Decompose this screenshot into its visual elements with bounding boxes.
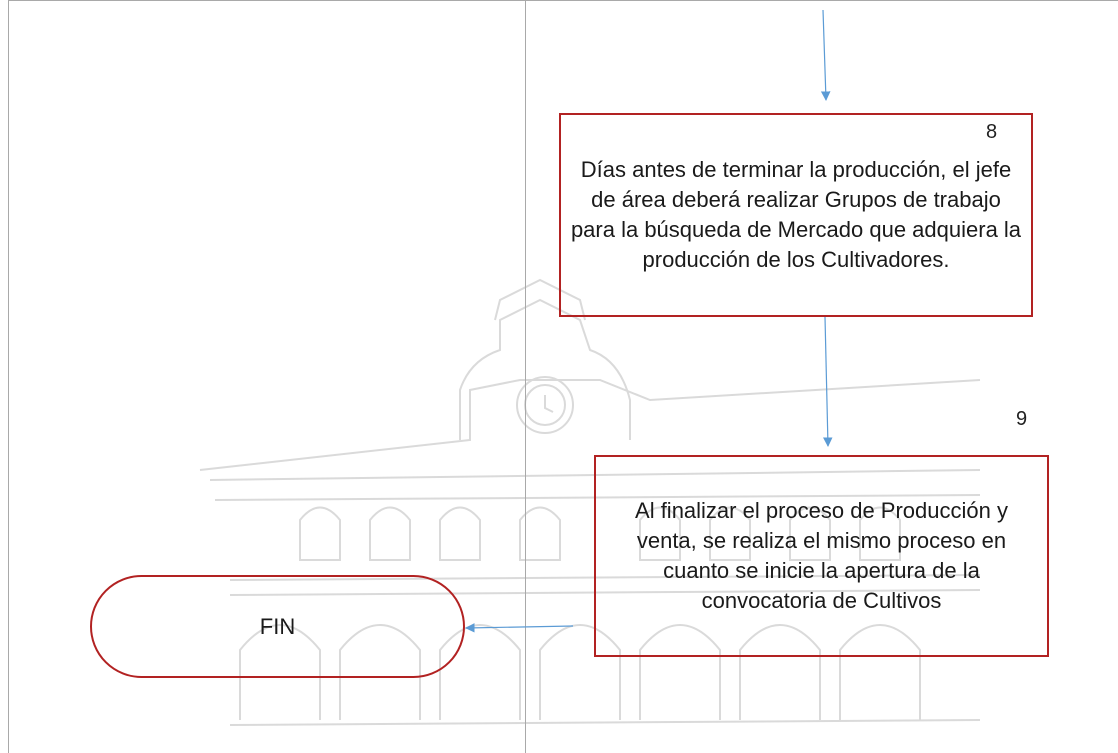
process-box-step-9: Al finalizar el proceso de Producción y … <box>594 455 1049 657</box>
arrow-into-step-8 <box>820 9 831 101</box>
frame-top-border <box>8 0 1118 1</box>
step-number-8: 8 <box>986 121 998 143</box>
arrow-step-9-to-fin <box>465 623 574 633</box>
end-label: FIN <box>259 613 296 639</box>
step-number-9: 9 <box>1016 408 1028 430</box>
arrow-step-8-to-9 <box>823 316 833 447</box>
process-text-step-9: Al finalizar el proceso de Producción y … <box>635 498 1008 613</box>
frame-left-border <box>8 0 9 753</box>
end-terminator: FIN <box>90 575 465 678</box>
process-text-step-8: Días antes de terminar la producción, el… <box>570 157 1022 272</box>
lane-divider <box>525 0 526 753</box>
process-box-step-8: Días antes de terminar la producción, el… <box>559 113 1033 317</box>
